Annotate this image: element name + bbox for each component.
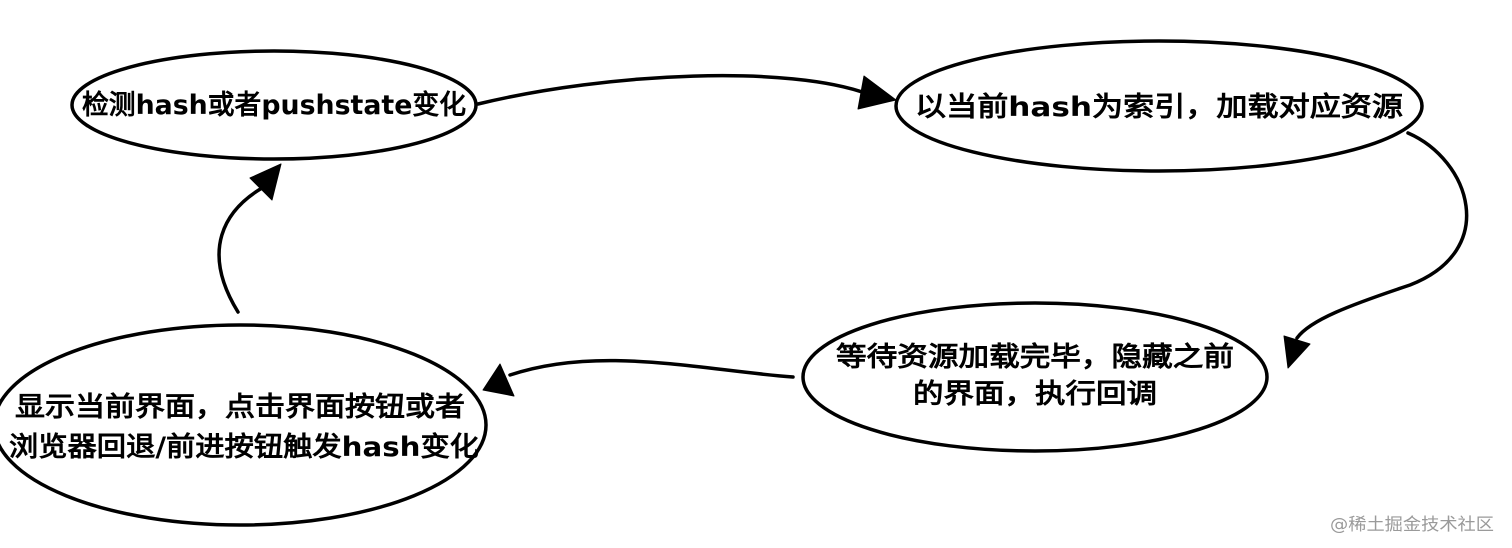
arrow-head-wait-to-display	[482, 363, 515, 397]
node-wait-label-line-1: 等待资源加载完毕，隐藏之前	[836, 341, 1234, 373]
edge-load-to-wait	[1295, 131, 1469, 340]
node-display-label-line-2: 浏览器回退/前进按钮触发hash变化	[9, 431, 479, 463]
watermark: @稀土掘金技术社区	[1330, 515, 1494, 535]
node-load-label: 以当前hash为索引，加载对应资源	[915, 91, 1403, 123]
node-detect: 检测hash或者pushstate变化	[70, 49, 478, 161]
arrow-head-load-to-wait	[1283, 335, 1311, 369]
node-detect-shape	[70, 49, 478, 161]
node-detect-label: 检测hash或者pushstate变化	[82, 89, 466, 121]
edge-display-to-detect	[217, 186, 264, 314]
node-display: 显示当前界面，点击界面按钮或者 浏览器回退/前进按钮触发hash变化	[0, 323, 488, 527]
node-wait-shape	[801, 301, 1269, 453]
node-load: 以当前hash为索引，加载对应资源	[894, 39, 1424, 173]
node-wait: 等待资源加载完毕，隐藏之前 的界面，执行回调	[801, 301, 1269, 453]
node-load-shape	[894, 39, 1424, 173]
arrow-head-detect-to-load	[857, 75, 897, 110]
node-display-shape	[0, 323, 488, 527]
edge-detect-to-load	[476, 73, 870, 106]
edge-wait-to-display	[508, 358, 795, 379]
node-display-label-line-1: 显示当前界面，点击界面按钮或者	[15, 391, 465, 423]
node-wait-label-line-2: 的界面，执行回调	[913, 378, 1157, 410]
arrow-head-display-to-detect	[249, 163, 282, 201]
